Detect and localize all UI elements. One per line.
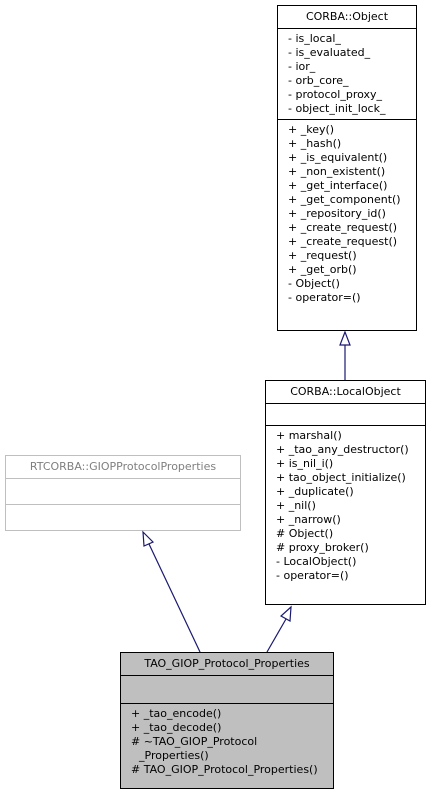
operation: + tao_object_initialize()	[276, 471, 406, 484]
attribute: - protocol_proxy_	[288, 88, 383, 101]
class-rtcorba-giop-protocol-properties[interactable]: RTCORBA::GIOPProtocolProperties	[5, 455, 241, 531]
operation: + _create_request()	[288, 221, 398, 234]
edge-tao-to-rtcorba	[148, 543, 201, 653]
operation: + _tao_encode()	[131, 707, 222, 720]
class-corba-object[interactable]: CORBA::Object - is_local_ - is_evaluated…	[277, 5, 417, 331]
operations-section: + _key() + _hash() + _is_equivalent() + …	[278, 119, 416, 308]
attribute: - is_local_	[288, 32, 341, 45]
operation: # TAO_GIOP_Protocol_Properties()	[131, 763, 318, 776]
inheritance-arrowhead	[142, 530, 155, 547]
operation: + _key()	[288, 123, 335, 136]
operation: - LocalObject()	[276, 555, 357, 568]
operations-section	[6, 504, 240, 530]
operation: - Object()	[288, 277, 340, 290]
operation: + _request()	[288, 249, 357, 262]
attributes-section	[266, 403, 425, 425]
operation: + _duplicate()	[276, 485, 354, 498]
operation: + _narrow()	[276, 513, 341, 526]
operation: + _get_interface()	[288, 179, 388, 192]
operation: # Object()	[276, 527, 334, 540]
operation: + _is_equivalent()	[288, 151, 388, 164]
edge-tao-to-localobject	[266, 618, 287, 653]
inheritance-arrowhead	[339, 330, 351, 346]
operation: + _get_orb()	[288, 263, 357, 276]
operation: + marshal()	[276, 429, 342, 442]
attributes-section	[6, 478, 240, 504]
class-corba-localobject[interactable]: CORBA::LocalObject + marshal() + _tao_an…	[265, 380, 426, 605]
class-tao-giop-protocol-properties[interactable]: TAO_GIOP_Protocol_Properties + _tao_enco…	[120, 652, 334, 789]
operation: - operator=()	[288, 291, 361, 304]
attributes-section	[121, 675, 333, 703]
operations-section: + marshal() + _tao_any_destructor() + is…	[266, 425, 425, 586]
attribute: - ior_	[288, 60, 316, 73]
operation: _Properties()	[139, 749, 209, 762]
operation: + is_nil_i()	[276, 457, 334, 470]
attribute: - orb_core_	[288, 74, 349, 87]
attribute: - object_init_lock_	[288, 102, 386, 115]
operation: + _non_existent()	[288, 165, 386, 178]
operation: + _repository_id()	[288, 207, 386, 220]
class-title: RTCORBA::GIOPProtocolProperties	[29, 460, 217, 473]
class-title: CORBA::Object	[305, 10, 389, 23]
operation: # ~TAO_GIOP_Protocol	[131, 735, 258, 748]
operation: + _hash()	[288, 137, 342, 150]
inheritance-arrowhead	[279, 605, 292, 622]
operation: + _create_request()	[288, 235, 398, 248]
operation: + _nil()	[276, 499, 316, 512]
operations-section: + _tao_encode() + _tao_decode() # ~TAO_G…	[121, 703, 333, 780]
operation: - operator=()	[276, 569, 349, 582]
operation: + _tao_any_destructor()	[276, 443, 409, 456]
operation: + _tao_decode()	[131, 721, 222, 734]
attribute: - is_evaluated_	[288, 46, 371, 59]
operation: + _get_component()	[288, 193, 401, 206]
operation: # proxy_broker()	[276, 541, 369, 554]
class-title: CORBA::LocalObject	[290, 385, 401, 398]
class-title: TAO_GIOP_Protocol_Properties	[144, 657, 310, 670]
attributes-section: - is_local_ - is_evaluated_ - ior_ - orb…	[278, 28, 416, 119]
